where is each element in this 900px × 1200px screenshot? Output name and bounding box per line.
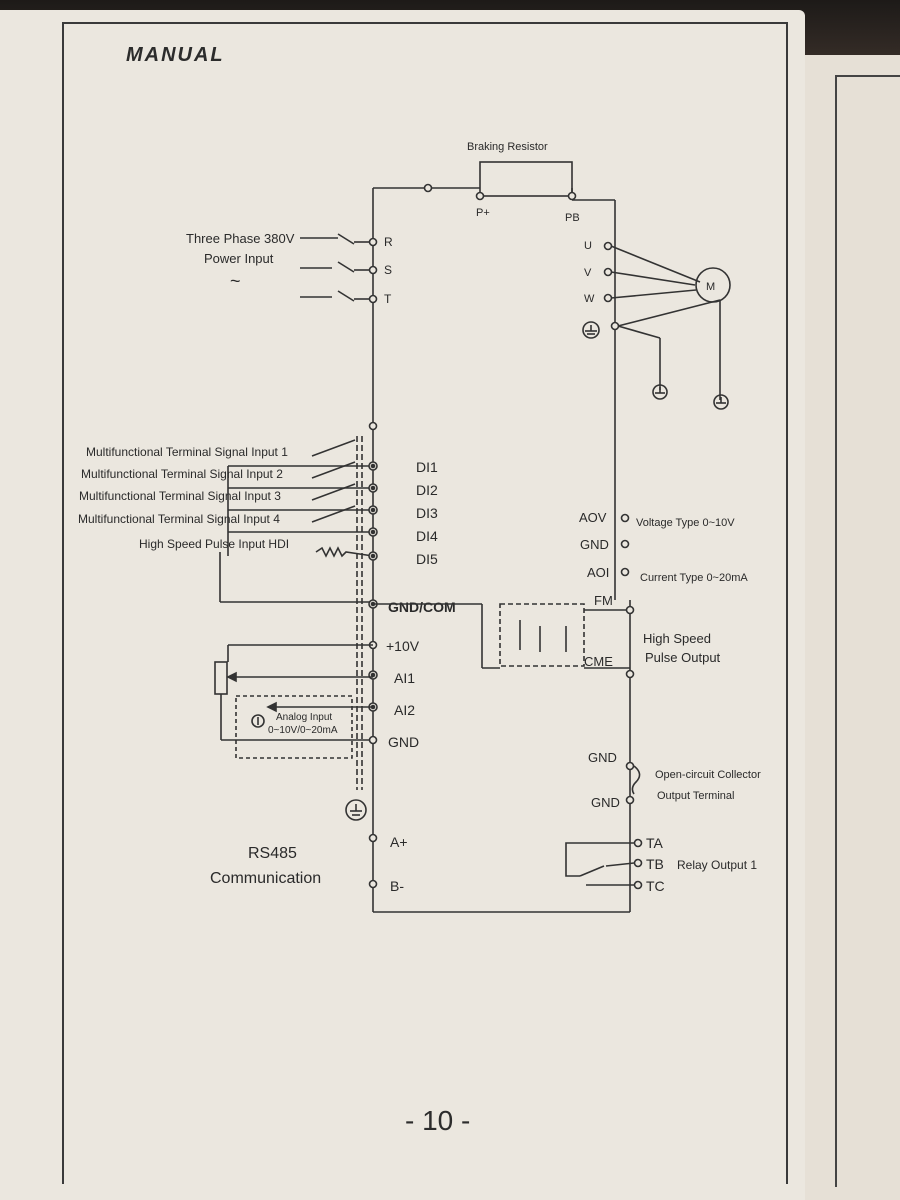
terminal-v: V: [584, 267, 592, 279]
terminal-t: T: [384, 292, 392, 306]
analog-box-line2: 0~10V/0~20mA: [268, 725, 338, 736]
terminal-di3: DI3: [416, 505, 438, 521]
terminal-gnd-com: GND/COM: [388, 599, 456, 615]
aoi-description: Current Type 0~20mA: [640, 572, 748, 584]
terminal-gnd-ao: GND: [580, 537, 609, 552]
ac-symbol: ~: [230, 271, 241, 291]
terminal-a-plus: A+: [390, 834, 408, 850]
power-title: Three Phase 380V: [186, 231, 295, 246]
power-subtitle: Power Input: [204, 251, 274, 266]
relay-output: [565, 838, 643, 890]
terminal-u: U: [584, 240, 592, 252]
digital-inputs: [219, 421, 378, 790]
rs485-subtitle: Communication: [210, 870, 321, 887]
power-input-switches: [300, 233, 378, 304]
terminal-fm: FM: [594, 593, 613, 608]
relay-label: Relay Output 1: [677, 858, 757, 872]
pulse-output-title: High Speed: [643, 631, 711, 646]
open-collector-title: Open-circuit Collector: [655, 769, 761, 781]
motor-label: M: [706, 281, 715, 293]
pulse-output-subtitle: Pulse Output: [645, 650, 721, 665]
aov-description: Voltage Type 0~10V: [636, 517, 735, 529]
manual-page: [0, 10, 805, 1200]
terminal-gnd-oc2: GND: [591, 795, 620, 810]
terminal-di2: DI2: [416, 482, 438, 498]
terminal-di4: DI4: [416, 528, 438, 544]
rs485-title: RS485: [248, 845, 297, 862]
terminal-w: W: [584, 293, 595, 305]
terminal-gnd-oc1: GND: [588, 750, 617, 765]
terminal-r: R: [384, 235, 393, 249]
motor-circle: [695, 267, 731, 303]
open-collector-terminals: [625, 761, 641, 805]
input-label-4: Multifunctional Terminal Signal Input 4: [78, 512, 280, 526]
main-bus-lines: [372, 187, 631, 913]
open-collector-subtitle: Output Terminal: [657, 790, 734, 802]
terminal-cme: CME: [584, 654, 613, 669]
terminal-gnd: GND: [388, 734, 419, 750]
braking-resistor-label: Braking Resistor: [467, 141, 548, 153]
adjacent-page: [795, 55, 900, 1200]
terminal-aoi: AOI: [587, 565, 609, 580]
input-label-1: Multifunctional Terminal Signal Input 1: [86, 445, 288, 459]
motor-wiring: [603, 241, 721, 400]
pulse-output-circuit: [481, 603, 635, 679]
input-label-hdi: High Speed Pulse Input HDI: [139, 537, 289, 551]
terminal-s: S: [384, 263, 392, 277]
p-plus-label: P+: [476, 207, 490, 219]
terminal-aov: AOV: [579, 510, 607, 525]
input-label-2: Multifunctional Terminal Signal Input 2: [81, 467, 283, 481]
page-number: - 10 -: [405, 1105, 471, 1136]
page-frame: [62, 22, 788, 1184]
input-label-3: Multifunctional Terminal Signal Input 3: [79, 489, 281, 503]
rs485-terminals: [368, 833, 378, 889]
page-header: MANUAL: [126, 44, 225, 66]
analog-box-line1: Analog Input: [276, 712, 332, 723]
ground-icon: [345, 321, 729, 821]
analog-input-wiring: [214, 603, 482, 759]
terminal-plus10v: +10V: [386, 638, 420, 654]
terminal-b-minus: B-: [390, 878, 404, 894]
terminal-di5: DI5: [416, 551, 438, 567]
terminal-ta: TA: [646, 835, 664, 851]
braking-resistor: [423, 161, 577, 201]
terminal-tb: TB: [646, 856, 664, 872]
terminal-tc: TC: [646, 878, 665, 894]
analog-output-terminals: [620, 513, 630, 577]
terminal-ai1: AI1: [394, 670, 415, 686]
pb-label: PB: [565, 212, 580, 224]
terminal-di1: DI1: [416, 459, 438, 475]
terminal-ai2: AI2: [394, 702, 415, 718]
